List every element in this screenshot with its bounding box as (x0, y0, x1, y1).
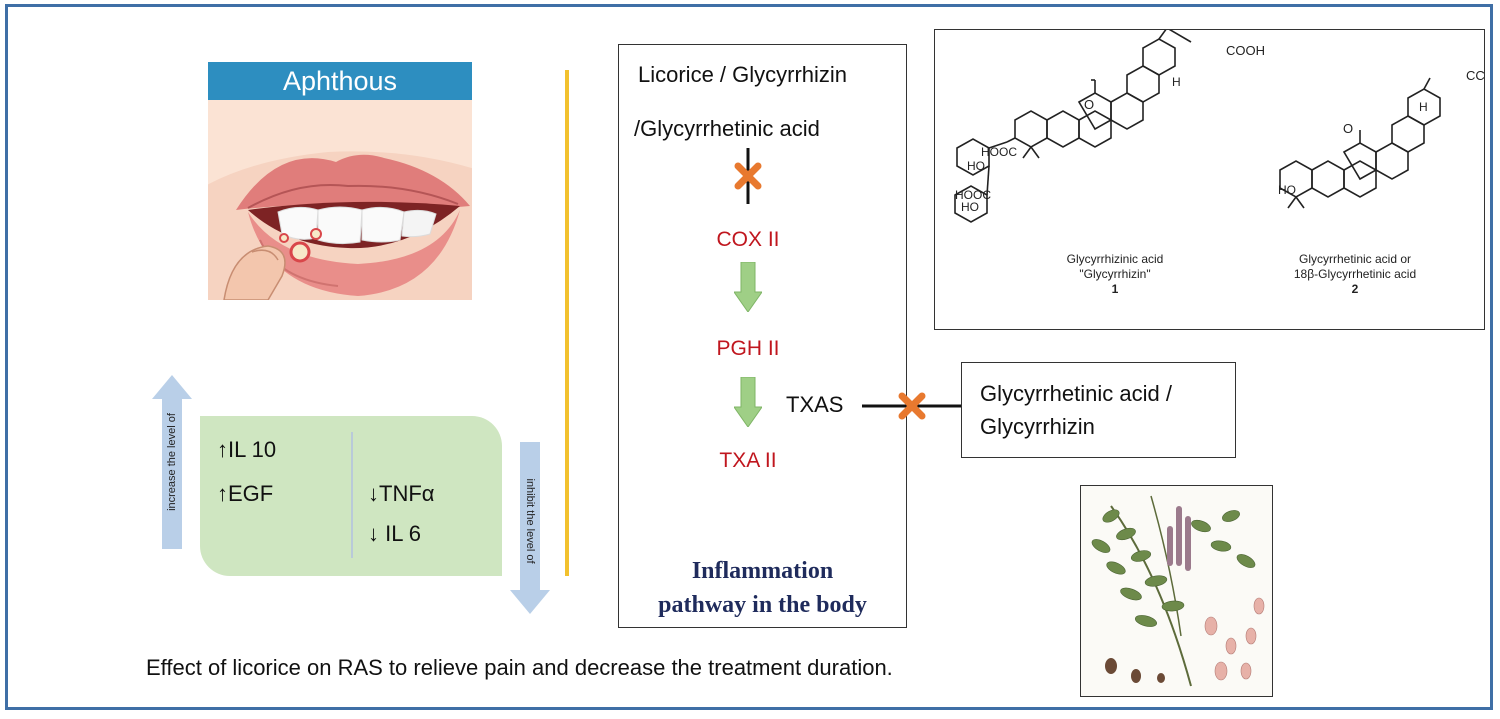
h-label-2: H (1419, 100, 1428, 114)
structure1-alias: "Glycyrrhizin" (1079, 267, 1151, 281)
inhibit-arrow-label: inhibit the level of (524, 478, 536, 564)
pgh-label: PGH II (716, 337, 780, 360)
cytokine-divider (351, 432, 353, 558)
down-arrow-icon (734, 262, 762, 312)
cooh-label: COOH (1226, 43, 1265, 58)
structure2-alias: 18β-Glycyrrhetinic acid (1293, 267, 1417, 281)
txa-label: TXA II (719, 449, 777, 472)
licorice-plant-image (1080, 485, 1273, 697)
ketone-o-label: O (1084, 97, 1095, 112)
aphthous-title: Aphthous (208, 62, 472, 100)
divider-line (565, 70, 569, 576)
increase-arrow-label: increase the level of (166, 413, 178, 511)
aphthous-illustration: Aphthous (208, 62, 472, 300)
structure1-number: 1 (1111, 282, 1119, 296)
pathway-footer-2: pathway in the body (658, 592, 867, 618)
cox-label: COX II (716, 228, 780, 251)
licorice-plant-drawing (1081, 486, 1272, 696)
ketone-o-label-2: O (1343, 121, 1354, 136)
figure-caption: Effect of licorice on RAS to relieve pai… (146, 655, 893, 680)
h-label: H (1172, 75, 1181, 89)
chemical-structures-image (954, 30, 1441, 223)
pathway-line2: /Glycyrrhetinic acid (634, 116, 820, 141)
mouth-ulcer-image (208, 100, 472, 300)
structure2-name: Glycyrrhetinic acid or (1298, 252, 1412, 266)
structure2-number: 2 (1351, 282, 1359, 296)
block-x-icon (734, 148, 762, 204)
hooc-label-2: HOOC (955, 188, 991, 202)
hooc-label: HOOC (981, 145, 1017, 159)
structures-box: COOH CC O O H H HOOC HO HOOC HO HO Glycy… (934, 29, 1485, 330)
txas-label: TXAS (786, 392, 844, 417)
ho-label-3: HO (1278, 183, 1296, 197)
inhibitor-line1: Glycyrrhetinic acid / (980, 381, 1172, 406)
pathway-line1: Licorice / Glycyrrhizin (638, 62, 848, 87)
pathway-footer-1: Inflammation (691, 558, 834, 584)
outer-frame (5, 4, 1493, 710)
inhibitor-line2: Glycyrrhizin (980, 414, 1095, 439)
increase-arrow-icon (152, 375, 192, 549)
txas-block-x-icon (862, 392, 962, 420)
cytokine-tnf: ↓TNFα (368, 481, 435, 506)
structure1-name: Glycyrrhizinic acid (1066, 252, 1164, 266)
inhibit-arrow-icon (510, 442, 550, 614)
ho-label-2: HO (961, 200, 979, 214)
down-arrow-icon (734, 377, 762, 427)
pathway-box (618, 44, 907, 628)
inhibitor-box: Glycyrrhetinic acid / Glycyrrhizin (961, 362, 1236, 458)
cytokine-egf: ↑EGF (217, 481, 274, 506)
co-truncated-label: CC (1466, 68, 1485, 83)
cytokine-il6: ↓ IL 6 (368, 521, 421, 546)
ho-label: HO (967, 159, 985, 173)
cytokine-il10: ↑IL 10 (217, 437, 277, 462)
